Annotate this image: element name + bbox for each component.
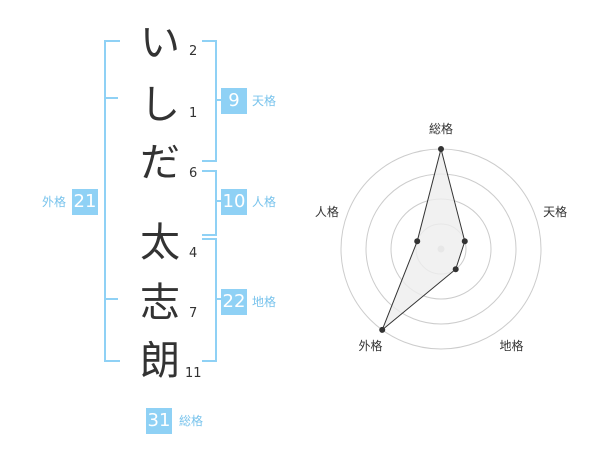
radar-point-1	[438, 146, 444, 152]
radar-axis-label-5: 人格	[315, 204, 339, 219]
stroke-count-1: 2	[189, 44, 198, 59]
gaikaku-value: 21	[72, 189, 98, 215]
name-char-2: し	[140, 82, 180, 128]
radar-data	[379, 146, 468, 333]
tenkaku-value: 9	[221, 88, 247, 114]
soukaku-value: 31	[146, 408, 172, 434]
stroke-count-4: 4	[189, 246, 198, 261]
name-char-3: だ	[140, 140, 180, 186]
radar-point-2	[461, 238, 468, 245]
radar-point-4	[379, 326, 386, 333]
radar-point-3	[452, 266, 459, 273]
chikaku-value: 22	[221, 289, 247, 315]
radar-point-5	[414, 238, 421, 245]
gaikaku-label: 外格	[42, 195, 67, 209]
stroke-count-2: 1	[189, 106, 198, 121]
radar-axis-label-3: 地格	[499, 338, 523, 353]
name-char-4: 太	[140, 220, 180, 266]
tenkaku-label: 天格	[252, 94, 277, 108]
radar-axis-label-4: 外格	[358, 338, 382, 353]
stroke-count-5: 7	[189, 306, 198, 321]
radar-axis-label-2: 天格	[543, 204, 567, 219]
soukaku-label: 総格	[179, 414, 204, 428]
jinkaku-label: 人格	[252, 195, 277, 209]
name-char-1: い	[140, 20, 180, 66]
chikaku-label: 地格	[252, 295, 277, 309]
name-char-5: 志	[140, 280, 180, 326]
stroke-count-3: 6	[189, 166, 198, 181]
jinkaku-value: 10	[221, 189, 247, 215]
name-char-6: 朗	[140, 338, 180, 384]
radar-axis-label-1: 総格	[429, 121, 453, 136]
radar-area	[381, 148, 466, 331]
stroke-count-6: 11	[185, 366, 202, 381]
